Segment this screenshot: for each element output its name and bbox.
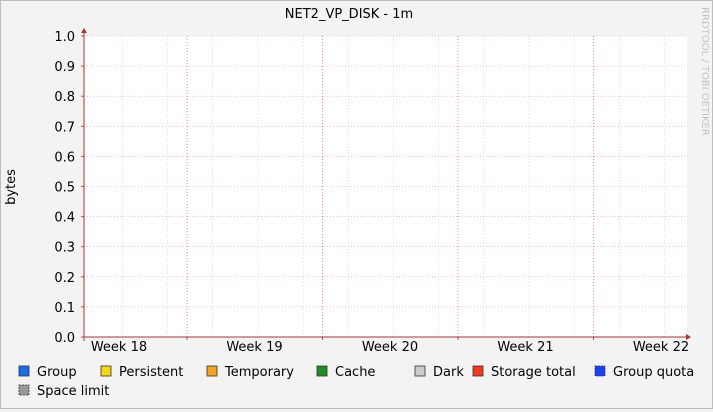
y-tick-label: 0.4 (54, 211, 75, 226)
legend-item: Cache (316, 365, 375, 380)
y-tick-label: 0.9 (54, 60, 75, 75)
x-tick-label: Week 20 (362, 340, 418, 355)
legend-label: Space limit (37, 384, 109, 399)
y-tick-label: 0.6 (54, 150, 75, 165)
x-tick-label: Week 21 (497, 340, 553, 355)
x-tick-label: Week 18 (91, 340, 147, 355)
y-axis-label: bytes (4, 169, 19, 205)
y-axis-arrow (81, 28, 87, 33)
legend-label: Dark (433, 365, 464, 380)
legend-label: Group quota (613, 365, 694, 380)
legend-item: Group quota (594, 365, 694, 380)
y-tick-label: 0.0 (54, 331, 75, 346)
plot-area (84, 36, 687, 337)
y-tick-label: 0.8 (54, 90, 75, 105)
y-tick-label: 0.5 (54, 181, 75, 196)
x-tick-label: Week 19 (226, 340, 282, 355)
legend-item: Storage total (472, 365, 576, 380)
y-tick-label: 0.3 (54, 241, 75, 256)
y-tick-label: 0.1 (54, 301, 75, 316)
legend-item: Persistent (100, 365, 183, 380)
legend-item: Dark (414, 365, 464, 380)
y-tick-label: 1.0 (54, 30, 75, 45)
legend-swatch (472, 365, 484, 377)
grid-major (186, 36, 594, 337)
y-tick-label: 0.2 (54, 271, 75, 286)
x-tick-label: Week 22 (633, 340, 689, 355)
legend-swatch (100, 365, 112, 377)
watermark: RRDTOOL / TOBI OETIKER (699, 7, 710, 136)
legend-label: Storage total (491, 365, 576, 380)
legend-item: Group (18, 365, 77, 380)
chart-title: NET2_VP_DISK - 1m (285, 7, 413, 22)
legend-swatch (206, 365, 218, 377)
y-tick-labels: 0.0 0.1 0.2 0.3 0.4 0.5 0.6 0.7 0.8 0.9 1.0 (54, 30, 75, 346)
legend-item: Space limit (18, 384, 109, 399)
x-tick-labels: Week 18 Week 19 Week 20 Week 21 Week 22 (91, 340, 689, 355)
x-axis-arrow (686, 334, 691, 340)
legend-swatch (18, 384, 30, 396)
legend-swatch (414, 365, 426, 377)
legend: Group Persistent Temporary Cache Dark Storage… (18, 365, 694, 399)
legend-swatch (316, 365, 328, 377)
legend-label: Temporary (224, 365, 294, 380)
legend-label: Group (37, 365, 77, 380)
axes (81, 28, 691, 341)
legend-label: Persistent (119, 365, 183, 380)
legend-swatch (18, 365, 30, 377)
grid-minor (84, 35, 687, 337)
legend-swatch (594, 365, 606, 377)
legend-label: Cache (335, 365, 375, 380)
y-tick-label: 0.7 (54, 120, 75, 135)
legend-item: Temporary (206, 365, 294, 380)
